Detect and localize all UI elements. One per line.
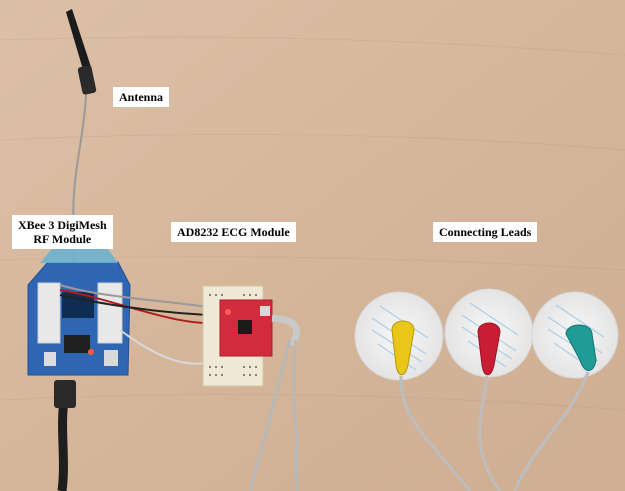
xbee-board	[27, 245, 131, 376]
lead-wires	[399, 371, 590, 491]
antenna-label: Antenna	[113, 87, 170, 107]
connecting-leads-label: Connecting Leads	[433, 222, 538, 242]
xbee-label-line-2: RF Module	[33, 232, 92, 246]
ecg-module-label: AD8232 ECG Module	[171, 222, 296, 242]
snap-yellow	[391, 320, 415, 376]
ecg-cable	[248, 314, 301, 491]
ecg-module	[219, 299, 273, 357]
xbee-module-label: XBee 3 DigiMesh RF Module	[12, 215, 113, 249]
snap-red	[477, 322, 501, 376]
snap-teal	[565, 324, 597, 371]
xbee-label-line-1: XBee 3 DigiMesh	[18, 218, 107, 232]
usb-cable	[54, 380, 76, 491]
